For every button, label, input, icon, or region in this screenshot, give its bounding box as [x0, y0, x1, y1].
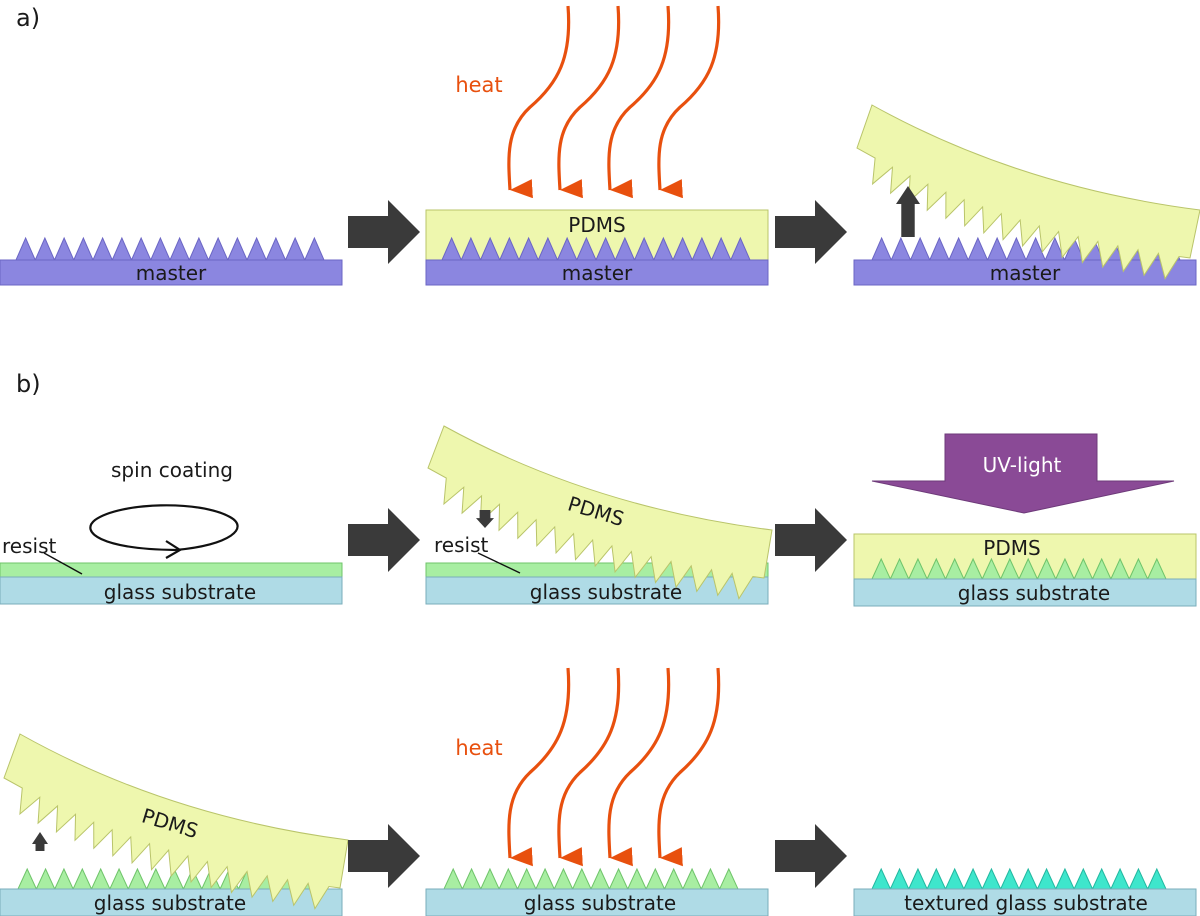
b2-glass-label: glass substrate	[530, 580, 682, 604]
a-step1: master	[0, 236, 343, 286]
a3-master-label: master	[990, 261, 1061, 285]
heat-wave-3	[607, 5, 671, 199]
b-step3: UV-light PDMS glass substrate	[853, 433, 1197, 607]
b3-uv-label: UV-light	[983, 453, 1062, 477]
b4-lift-arrow	[32, 832, 48, 851]
heat-wave-1	[507, 5, 571, 199]
a3-lift-arrow	[896, 186, 920, 237]
b4-glass-base	[0, 888, 343, 916]
b1-spin-arrow-icon	[89, 504, 239, 552]
a-step2: PDMS master heat	[425, 5, 769, 286]
b3-glass-base	[853, 578, 1197, 607]
b6-glass-label: textured glass substrate	[904, 891, 1148, 915]
b1-spin-arrowhead	[165, 540, 183, 559]
a1-master-base	[0, 259, 343, 286]
b1-spin-label: spin coating	[111, 458, 233, 482]
b6-textured-teeth	[871, 867, 1167, 891]
a1-master-teeth	[15, 236, 325, 262]
b-process-arrow-4	[775, 824, 847, 888]
a1-master-label: master	[136, 261, 207, 285]
b-process-arrow-2	[775, 508, 847, 572]
b-step5: glass substrate heat	[425, 667, 769, 916]
a3-master-base	[853, 259, 1197, 286]
b-step1: glass substrate resist spin coating	[0, 458, 343, 605]
b-step2: glass substrate PDMS resist	[425, 425, 773, 605]
a-process-arrow-2	[775, 200, 847, 264]
b3-glass-label: glass substrate	[958, 581, 1110, 605]
b3-pdms-label: PDMS	[983, 536, 1040, 560]
panel-a-label: a)	[16, 4, 40, 32]
b5-heat-label: heat	[455, 736, 502, 760]
a2-master-base	[425, 259, 769, 286]
b6-glass-base	[853, 888, 1197, 916]
a2-heat-label: heat	[455, 73, 502, 97]
b-step4: glass substrate PDMS	[0, 733, 349, 916]
b-process-arrow-3	[348, 824, 420, 888]
b2-resist-leader	[477, 552, 521, 574]
b2-glass-base	[425, 576, 769, 605]
b-process-arrow-1	[348, 508, 420, 572]
b5-resist-teeth	[443, 867, 739, 891]
b2-pdms-stamp	[427, 425, 773, 600]
b5-glass-base	[425, 888, 769, 916]
b3-uv-arrow	[871, 433, 1175, 514]
a2-heat-waves	[507, 5, 721, 199]
heat-wave-4	[657, 5, 721, 199]
heat-wave-1	[507, 667, 571, 867]
b5-glass-label: glass substrate	[524, 891, 676, 915]
panel-b-label: b)	[16, 370, 41, 398]
b1-glass-base	[0, 576, 343, 605]
b3-resist-teeth	[871, 557, 1167, 581]
b4-pdms-stamp	[3, 733, 349, 910]
b2-press-arrow	[476, 510, 494, 528]
heat-wave-3	[607, 667, 671, 867]
b1-glass-label: glass substrate	[104, 580, 256, 604]
a-process-arrow-1	[348, 200, 420, 264]
a2-pdms-label: PDMS	[568, 213, 625, 237]
b1-resist-layer	[0, 562, 343, 578]
b1-resist-label: resist	[2, 534, 56, 558]
b-step6: textured glass substrate	[853, 867, 1197, 916]
heat-wave-2	[557, 5, 621, 199]
b5-heat-waves	[507, 667, 721, 867]
heat-wave-2	[557, 667, 621, 867]
a2-master-label: master	[562, 261, 633, 285]
b1-resist-leader	[43, 552, 83, 575]
a-step3: master	[853, 104, 1200, 286]
b4-glass-label: glass substrate	[94, 891, 246, 915]
a2-master-teeth	[441, 236, 751, 262]
a3-pdms-stamp	[856, 104, 1200, 280]
heat-wave-4	[657, 667, 721, 867]
